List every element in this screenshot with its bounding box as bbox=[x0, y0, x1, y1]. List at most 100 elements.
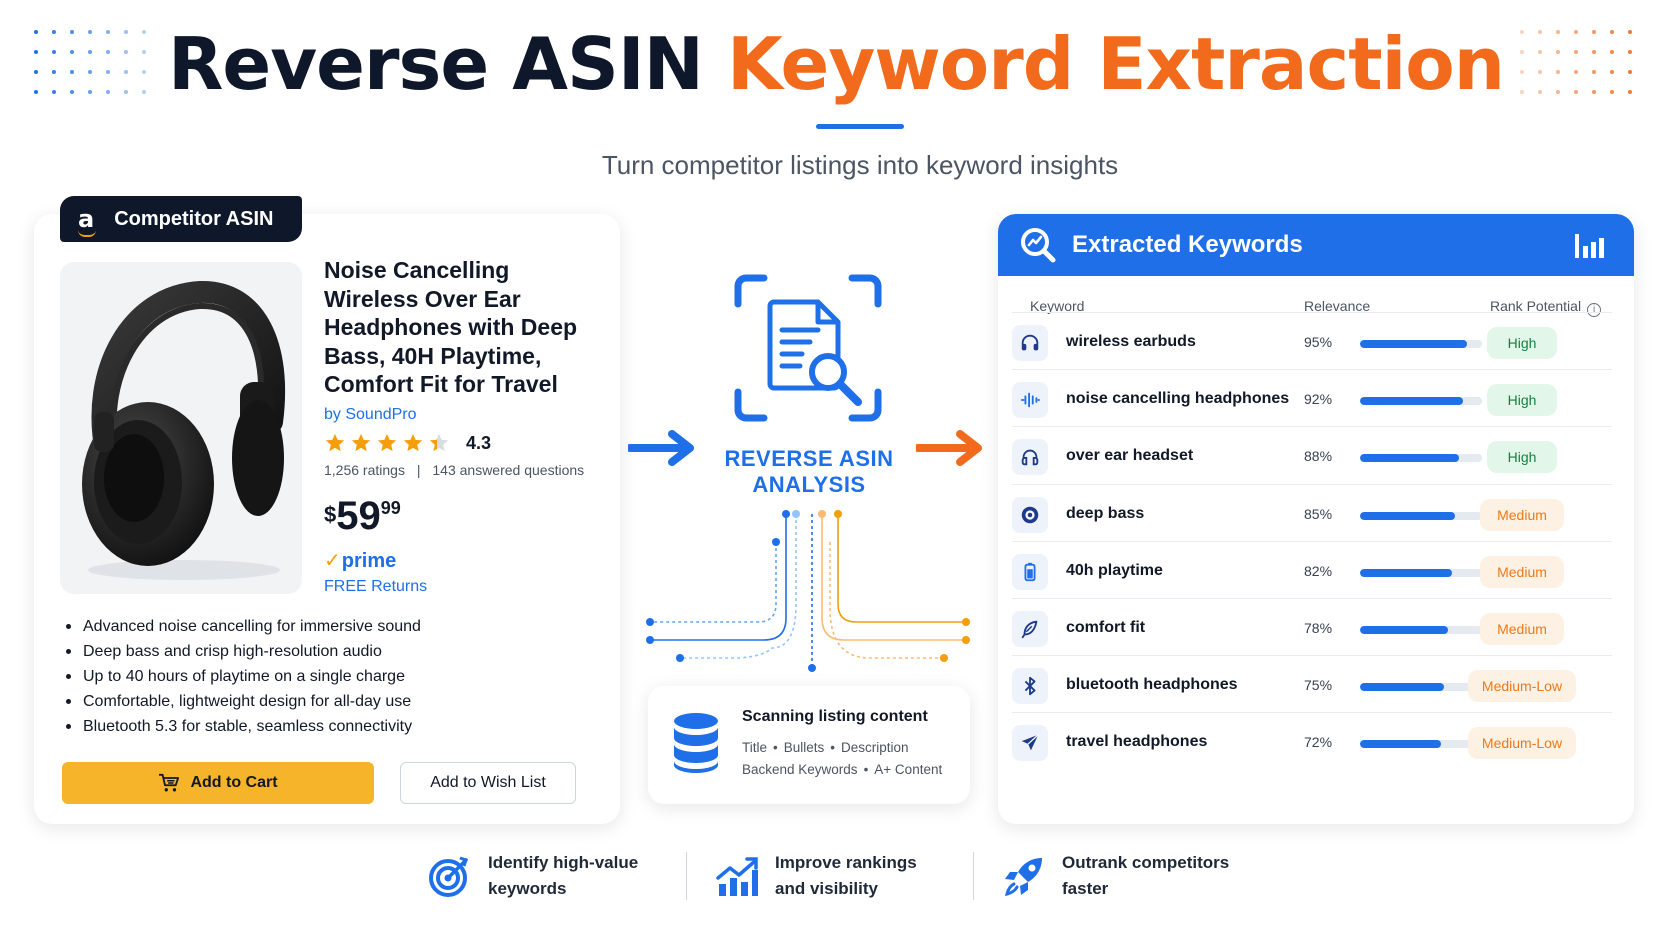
scan-item: Backend Keywords bbox=[742, 762, 858, 777]
relevance-bar-fill bbox=[1360, 454, 1459, 463]
relevance-bar bbox=[1360, 397, 1482, 406]
bluetooth-icon bbox=[1024, 677, 1036, 696]
rocket-icon bbox=[1004, 858, 1042, 897]
document-scan-icon bbox=[734, 274, 882, 422]
list-item: Comfortable, lightweight design for all-… bbox=[66, 689, 421, 714]
keyword-text: travel headphones bbox=[1066, 733, 1208, 751]
airplane-icon bbox=[1021, 734, 1039, 751]
rank-potential-badge: Medium-Low bbox=[1468, 670, 1576, 703]
data-flow-lines bbox=[646, 510, 970, 672]
title-accent: Keyword Extraction bbox=[726, 22, 1505, 106]
relevance-value: 72% bbox=[1304, 734, 1333, 751]
database-icon bbox=[674, 713, 718, 773]
page-title: Reverse ASIN Keyword Extraction bbox=[0, 22, 1672, 106]
feature-outrank: Outrank competitors faster bbox=[974, 850, 1260, 902]
relevance-bar bbox=[1360, 511, 1482, 520]
add-to-cart-label: Add to Cart bbox=[190, 774, 278, 791]
relevance-bar-fill bbox=[1360, 568, 1452, 577]
column-header-keyword[interactable]: Keyword bbox=[1030, 298, 1085, 314]
star-icon bbox=[403, 433, 423, 452]
keyword-icon-box bbox=[1012, 382, 1048, 419]
battery-icon bbox=[1024, 562, 1036, 581]
title-main: Reverse ASIN bbox=[167, 22, 704, 106]
ratings-count-link[interactable]: 1,256 ratings bbox=[324, 462, 405, 478]
add-to-cart-button[interactable]: Add to Cart bbox=[62, 762, 374, 804]
keyword-icon-box bbox=[1012, 325, 1048, 361]
feature-text: Improve rankings and visibility bbox=[775, 853, 917, 898]
product-title[interactable]: Noise Cancelling Wireless Over Ear Headp… bbox=[324, 257, 578, 397]
relevance-bar-fill bbox=[1360, 397, 1464, 406]
table-row[interactable]: deep bass 85% Medium bbox=[1012, 483, 1612, 542]
relevance-bar bbox=[1360, 740, 1482, 749]
keyword-icon-box bbox=[1012, 668, 1048, 705]
cart-icon bbox=[159, 773, 180, 792]
rank-potential-label: Rank Potential bbox=[1490, 298, 1582, 314]
relevance-bar bbox=[1360, 454, 1482, 463]
analysis-label-line2: ANALYSIS bbox=[752, 472, 866, 497]
ratings-meta: 1,256 ratings | 143 answered questions bbox=[324, 462, 584, 478]
relevance-bar bbox=[1360, 626, 1482, 634]
price: $ 59 99 bbox=[324, 494, 401, 539]
scan-item: A+ Content bbox=[874, 762, 943, 777]
relevance-value: 92% bbox=[1304, 391, 1333, 408]
headphones-product-icon bbox=[82, 281, 286, 580]
price-whole: 59 bbox=[336, 494, 381, 538]
column-header-rank-potential[interactable]: Rank Potential i bbox=[1490, 298, 1602, 317]
scan-items-row-2: Backend Keywords•A+ Content bbox=[742, 762, 943, 777]
keyword-text: deep bass bbox=[1066, 504, 1145, 522]
keyword-text: bluetooth headphones bbox=[1066, 676, 1238, 694]
rank-potential-badge: Medium-Low bbox=[1468, 727, 1576, 760]
relevance-value: 85% bbox=[1304, 505, 1333, 522]
table-row[interactable]: noise cancelling headphones 92% High bbox=[1012, 369, 1612, 427]
relevance-bar-fill bbox=[1360, 340, 1467, 348]
table-row[interactable]: travel headphones 72% Medium-Low bbox=[1012, 712, 1612, 770]
rank-potential-badge: High bbox=[1487, 384, 1557, 417]
free-returns-link[interactable]: FREE Returns bbox=[324, 578, 428, 595]
relevance-value: 88% bbox=[1304, 448, 1333, 465]
rank-potential-badge: Medium bbox=[1480, 613, 1564, 645]
page-subtitle: Turn competitor listings into keyword in… bbox=[601, 150, 1119, 180]
title-underline bbox=[816, 124, 904, 129]
analysis-label-line1: REVERSE ASIN bbox=[724, 446, 894, 471]
bar-chart-icon[interactable] bbox=[1574, 232, 1606, 260]
scan-title: Scanning listing content bbox=[742, 708, 928, 725]
feature-bullets: Advanced noise cancelling for immersive … bbox=[66, 614, 421, 739]
prime-check-icon: ✓ bbox=[324, 550, 341, 572]
answered-questions-link[interactable]: 143 answered questions bbox=[432, 462, 585, 478]
keyword-text: noise cancelling headphones bbox=[1066, 390, 1290, 408]
extracted-keywords-panel: Extracted Keywords Keyword Relevance Ran… bbox=[998, 214, 1634, 824]
relevance-value: 78% bbox=[1304, 620, 1333, 636]
target-icon bbox=[429, 856, 468, 897]
relevance-bar-fill bbox=[1360, 740, 1441, 749]
star-rating[interactable]: 4.3 bbox=[324, 432, 491, 454]
keyword-icon-box bbox=[1012, 496, 1048, 533]
feature-text: Outrank competitors faster bbox=[1062, 853, 1230, 898]
headset-icon bbox=[1021, 450, 1039, 466]
rank-potential-badge: High bbox=[1487, 441, 1557, 474]
price-fraction: 99 bbox=[380, 498, 401, 518]
prime-label: prime bbox=[341, 550, 397, 572]
divider bbox=[973, 852, 974, 900]
relevance-value: 95% bbox=[1304, 334, 1333, 350]
keyword-icon-box bbox=[1012, 439, 1048, 476]
keyword-icon-box bbox=[1012, 553, 1048, 590]
keyword-icon-box bbox=[1012, 725, 1048, 762]
relevance-bar bbox=[1360, 340, 1482, 348]
reverse-asin-analysis-label: REVERSE ASIN ANALYSIS bbox=[704, 446, 914, 498]
competitor-asin-label: Competitor ASIN bbox=[114, 207, 274, 230]
brand-link[interactable]: by SoundPro bbox=[324, 406, 417, 423]
feature-identify: Identify high-value keywords bbox=[400, 850, 686, 902]
info-icon[interactable]: i bbox=[1587, 303, 1602, 317]
feature-improve: Improve rankings and visibility bbox=[687, 850, 973, 902]
product-image[interactable] bbox=[60, 262, 302, 594]
rank-potential-badge: Medium bbox=[1480, 498, 1564, 531]
star-icon bbox=[351, 433, 371, 452]
add-to-wish-list-button[interactable]: Add to Wish List bbox=[400, 762, 576, 804]
star-half-icon bbox=[429, 433, 449, 452]
column-header-relevance[interactable]: Relevance bbox=[1304, 298, 1371, 314]
